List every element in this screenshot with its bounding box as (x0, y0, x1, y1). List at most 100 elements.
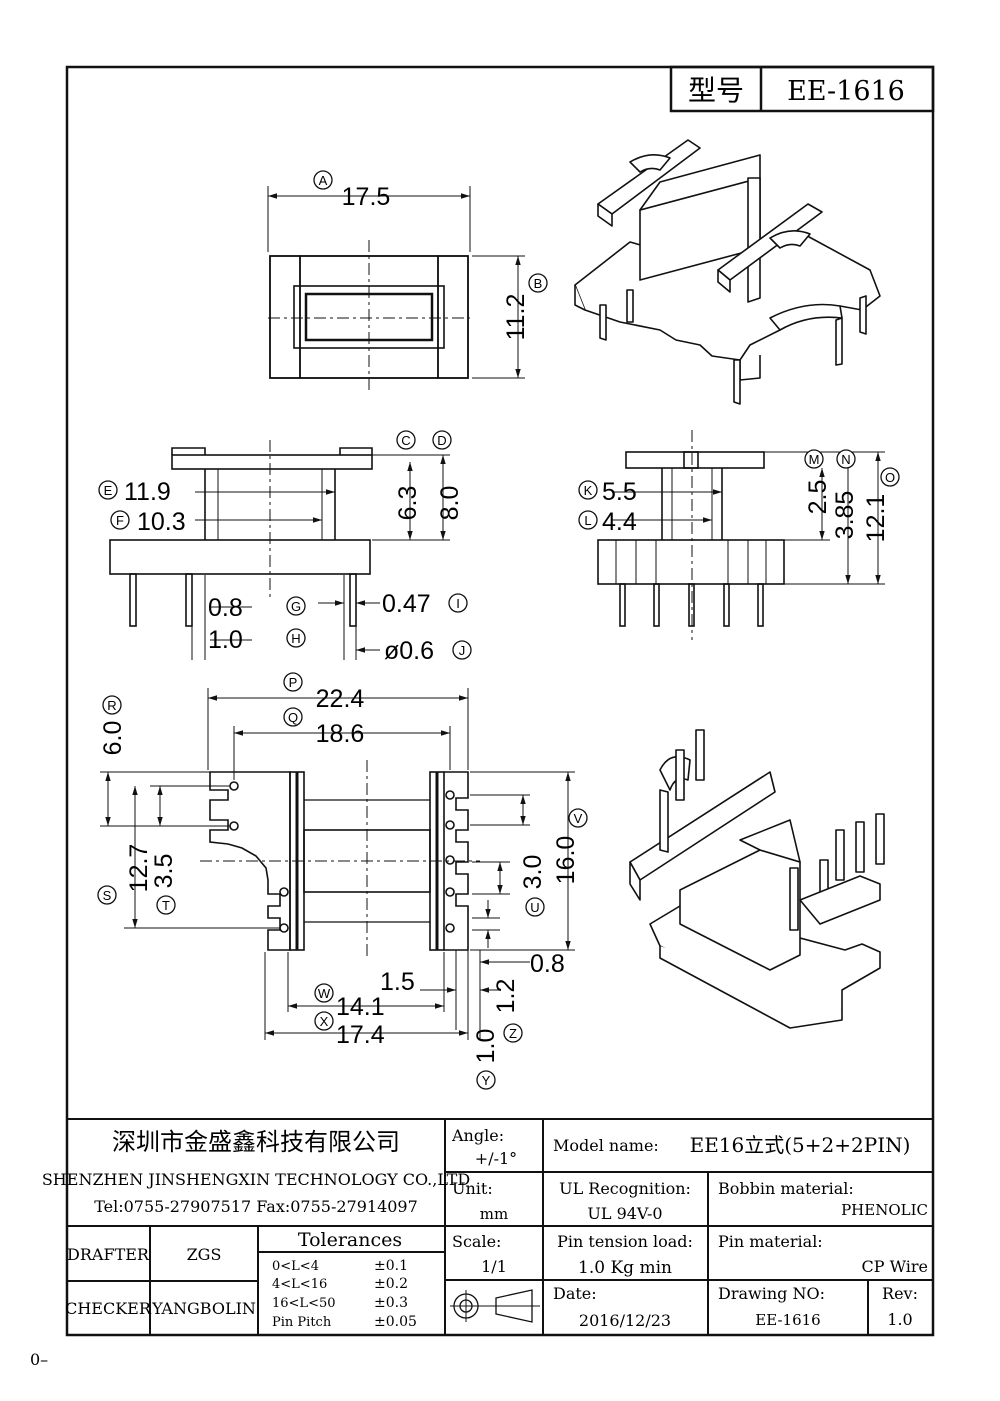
model-name-label: Model name: (553, 1136, 659, 1155)
svg-text:X: X (320, 1014, 329, 1029)
svg-text:U: U (530, 900, 539, 915)
dim-F-value: 10.3 (137, 508, 186, 536)
dim-N-value: 3.85 (831, 491, 859, 540)
page-footer-mark: 0– (30, 1350, 48, 1369)
title-block-grid (67, 1118, 933, 1335)
svg-text:N: N (841, 452, 850, 467)
dim-L-value: 4.4 (602, 508, 637, 536)
svg-text:E: E (104, 483, 113, 498)
dim-C: C 6.3 (394, 430, 422, 521)
svg-text:S: S (103, 888, 112, 903)
dim-1-5-value: 1.5 (380, 968, 415, 996)
dim-Y-value: 1.0 (472, 1029, 500, 1064)
svg-text:I: I (456, 596, 460, 611)
svg-text:B: B (534, 276, 543, 291)
dim-D-value: 8.0 (436, 486, 464, 521)
svg-text:K: K (584, 483, 593, 498)
company-contact: Tel:0755-27907517 Fax:0755-27914097 (94, 1197, 418, 1216)
bobbin-material-label: Bobbin material: (718, 1179, 854, 1198)
dim-M: M 2.5 (804, 449, 832, 515)
company-name-cn: 深圳市金盛鑫科技有限公司 (112, 1128, 400, 1156)
dim-U: U 3.0 (519, 855, 547, 917)
svg-text:W: W (318, 986, 331, 1001)
svg-text:P: P (289, 675, 298, 690)
top-view (267, 186, 525, 392)
tolerances-title: Tolerances (298, 1229, 402, 1251)
svg-text:G: G (291, 599, 301, 614)
dim-A-value: 17.5 (342, 183, 391, 211)
rev-label: Rev: (882, 1284, 918, 1303)
dim-I-value: 0.47 (382, 590, 431, 618)
svg-text:J: J (459, 643, 466, 658)
dim-H: 1.0 H (208, 626, 306, 654)
dim-0-8-value: 0.8 (530, 950, 565, 978)
front-view (109, 440, 450, 660)
dim-X: X 17.4 (314, 1011, 385, 1049)
svg-text:F: F (116, 513, 124, 528)
dim-Q-value: 18.6 (316, 720, 365, 748)
pin-material-label: Pin material: (718, 1232, 823, 1251)
dim-W: W 14.1 (314, 983, 385, 1021)
sheet-border (65, 65, 935, 1337)
tolerance-value: ±0.3 (374, 1295, 408, 1311)
dim-P-value: 22.4 (316, 685, 365, 713)
dim-J-value: ø0.6 (384, 637, 434, 665)
svg-text:A: A (319, 173, 328, 188)
dim-V-value: 16.0 (552, 836, 580, 885)
part-number: EE-1616 (787, 76, 905, 107)
svg-text:Y: Y (482, 1073, 491, 1088)
svg-text:Z: Z (509, 1026, 517, 1041)
unit-value: mm (480, 1205, 508, 1223)
pin-material-value: CP Wire (862, 1257, 929, 1276)
dim-S-value: 12.7 (125, 844, 153, 893)
dim-O: O 12.1 (862, 467, 900, 542)
dim-T: T 3.5 (150, 854, 178, 915)
tolerance-range: Pin Pitch (272, 1315, 332, 1330)
dim-B: B 11.2 (502, 273, 548, 340)
tolerance-table: 0<L<4 ±0.1 4<L<16 ±0.2 16<L<50 ±0.3 Pin … (272, 1258, 417, 1330)
svg-text:Q: Q (288, 710, 298, 725)
drawing-no-value: EE-1616 (755, 1311, 820, 1329)
angle-value: +/-1° (475, 1149, 517, 1168)
part-header: 型号 EE-1616 (669, 65, 935, 113)
svg-text:H: H (291, 631, 300, 646)
tolerance-range: 16<L<50 (272, 1296, 336, 1311)
bottom-view (100, 688, 575, 1040)
rev-value: 1.0 (887, 1310, 912, 1329)
dim-N: N 3.85 (831, 449, 859, 540)
dim-K: K 5.5 (578, 478, 637, 506)
checker-value: YANGBOLIN (151, 1299, 256, 1318)
dim-R: R 6.0 (99, 695, 127, 756)
svg-text:O: O (885, 470, 895, 485)
checker-label: CHECKER (65, 1299, 152, 1318)
dim-S: S 12.7 (97, 844, 153, 905)
drafter-label: DRAFTER (67, 1245, 150, 1264)
dim-T-value: 3.5 (150, 854, 178, 889)
dim-J: ø0.6 J (384, 637, 472, 665)
tolerance-value: ±0.2 (374, 1276, 408, 1292)
dim-Z-value: 1.2 (492, 979, 520, 1014)
dim-M-value: 2.5 (804, 480, 832, 515)
dim-L: L 4.4 (578, 508, 637, 536)
isometric-view-bottom (629, 729, 885, 1029)
dim-E: E 11.9 (98, 478, 171, 506)
projection-symbol (450, 1289, 540, 1323)
ul-value: UL 94V-0 (587, 1204, 662, 1223)
model-label: 型号 (688, 74, 744, 107)
dim-C-value: 6.3 (394, 486, 422, 521)
pin-tension-label: Pin tension load: (557, 1232, 693, 1251)
tolerance-range: 0<L<4 (272, 1259, 319, 1274)
tolerance-value: ±0.05 (374, 1314, 417, 1330)
date-value: 2016/12/23 (579, 1311, 671, 1330)
model-name-value: EE16立式(5+2+2PIN) (690, 1133, 911, 1157)
svg-text:D: D (437, 433, 446, 448)
drafter-value: ZGS (187, 1245, 222, 1264)
svg-text:L: L (584, 513, 591, 528)
date-label: Date: (553, 1284, 597, 1303)
dim-R-value: 6.0 (99, 721, 127, 756)
tolerance-value: ±0.1 (374, 1258, 408, 1274)
dim-Z: 1.2 Z (492, 979, 523, 1043)
svg-text:M: M (809, 452, 820, 467)
dim-I: 0.47 I (382, 590, 468, 618)
